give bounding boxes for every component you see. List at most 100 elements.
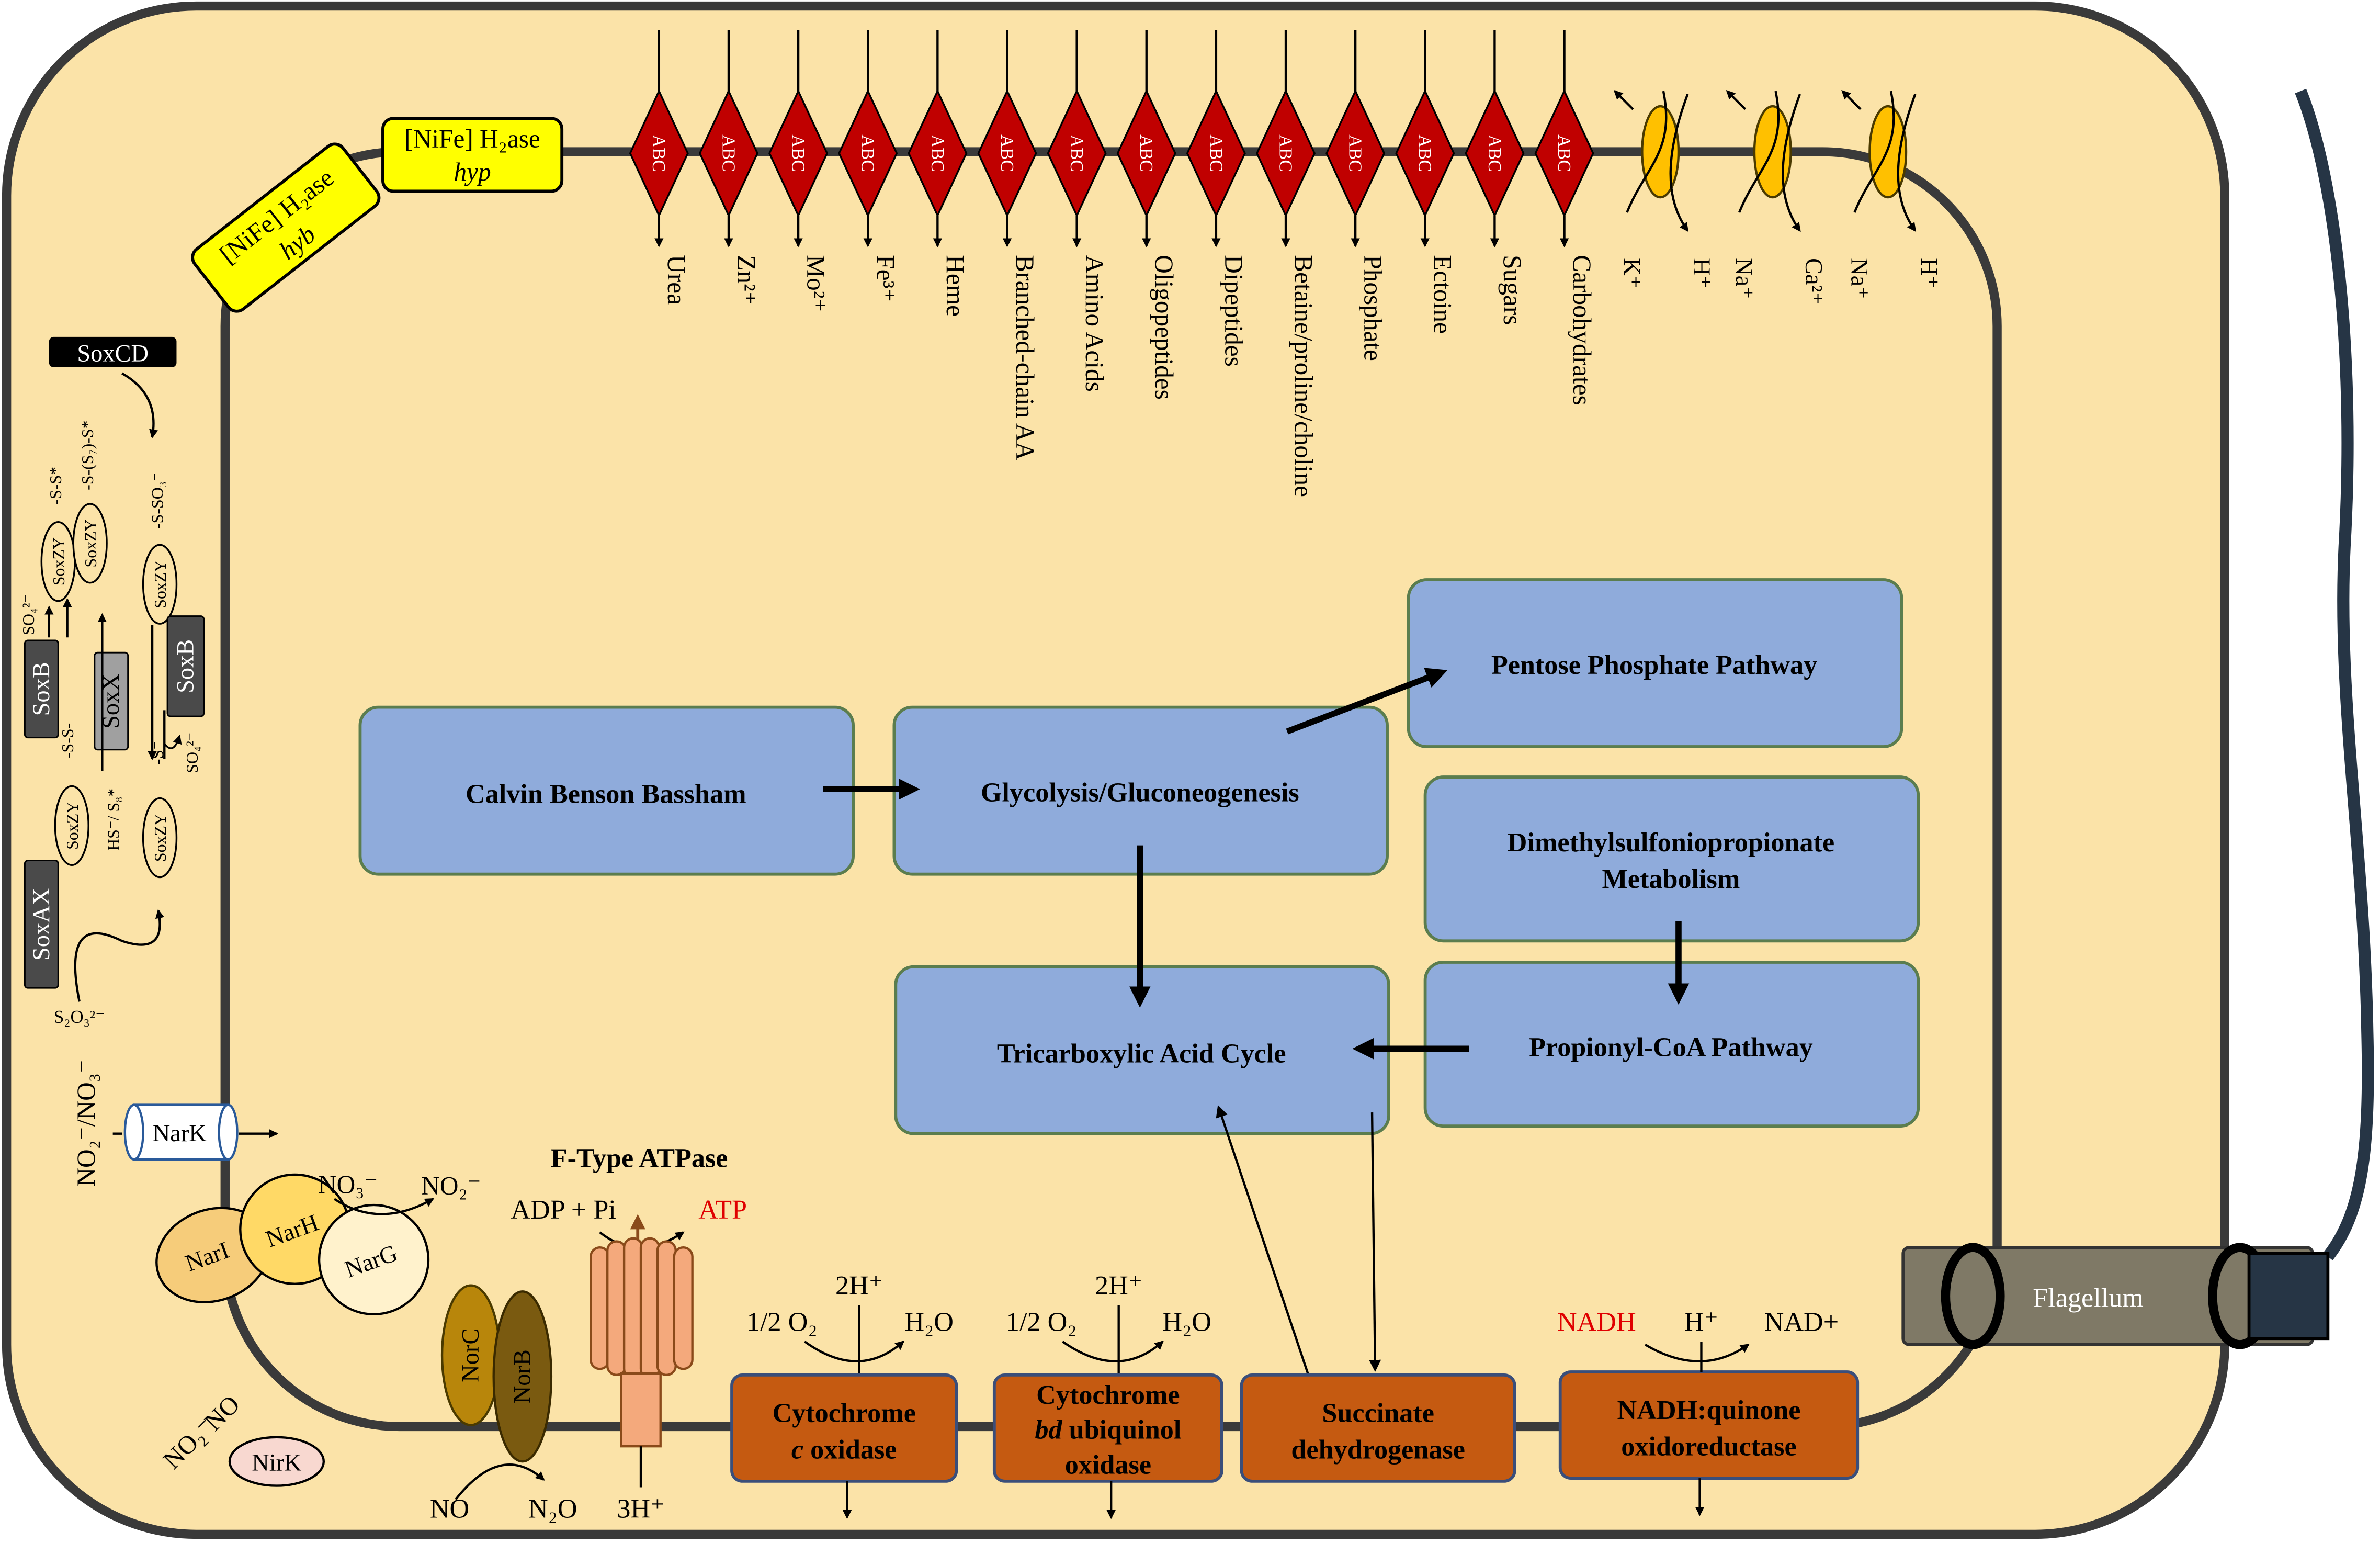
pathway-propionyl[interactable]: Propionyl-CoA Pathway: [1423, 961, 1920, 1128]
ion-transporter-3[interactable]: Na⁺H⁺: [1841, 89, 1942, 299]
ion-out-label: H⁺: [1688, 258, 1715, 288]
soxb-right-text: SoxB: [172, 639, 199, 693]
nar-complex[interactable]: NarI NarH NarG NO₃⁻ NO₂⁻: [143, 1170, 481, 1317]
ion-in-label: K⁺: [1618, 258, 1645, 288]
nark-label: NarK: [153, 1120, 207, 1147]
soxcd-label-box[interactable]: SoxCD: [49, 336, 177, 367]
sox-s-s: -S-S-: [59, 723, 77, 758]
complex-succinate-dehydrogenase[interactable]: Succinate dehydrogenase: [1240, 1373, 1516, 1483]
ion-in-label: Na⁺: [1730, 258, 1757, 299]
soxcd-text: SoxCD: [77, 340, 149, 367]
cyt-bd-label-3: oxidase: [1065, 1449, 1151, 1480]
soxx[interactable]: SoxX: [94, 651, 129, 751]
f-type-atpase[interactable]: F-Type ATPase ADP + Pi ATP 3H⁺: [511, 1143, 747, 1524]
arrow-glycolysis-to-ppp: [1286, 668, 1448, 735]
sox-system: SoxCD SoxZY SoxZY SoxZY SoxZY SoxZY -S-S…: [19, 336, 205, 1027]
abc-label: ABC: [1345, 134, 1366, 172]
sox-thiosulfate: S₂O₃²⁻: [54, 1007, 105, 1027]
ion-transporter-2[interactable]: Na⁺Ca²⁺: [1726, 89, 1827, 305]
ion-path-in: [1626, 91, 1668, 213]
abc-substrate-label: Branched-chain AA: [1011, 255, 1039, 460]
ion-arrow-a: [1726, 89, 1747, 110]
hydrogenase-hyp-name: [NiFe] H₂ase: [404, 124, 540, 153]
pathway-dmsp-label-1: Dimethylsulfoniopropionate: [1508, 827, 1834, 858]
pathway-cbb-label: Calvin Benson Bassham: [466, 779, 746, 809]
abc-substrate-label: Betaine/proline/choline: [1289, 255, 1318, 497]
flagellum-label: Flagellum: [2033, 1282, 2144, 1313]
abc-transporters: ABCUreaABCZn²⁺ABCMo²⁺ABCFe³⁺ABCHemeABCBr…: [629, 30, 1596, 497]
soxb-left-text: SoxB: [28, 662, 55, 716]
atpase-protons: 3H⁺: [617, 1493, 664, 1524]
abc-substrate-label: Ectoine: [1429, 255, 1457, 334]
flagellum-motor[interactable]: Flagellum: [1901, 1243, 2330, 1349]
pathway-ppp-label: Pentose Phosphate Pathway: [1491, 650, 1817, 680]
atpase-atp: ATP: [698, 1195, 747, 1225]
abc-label: ABC: [858, 134, 878, 172]
abc-label: ABC: [718, 134, 739, 172]
sox-ss-star: -S-S*: [47, 467, 65, 505]
cyt-bd-label-2: bd ubiquinol: [1035, 1415, 1181, 1445]
ion-transporter-1[interactable]: K⁺ H⁺: [1614, 89, 1715, 288]
abc-label: ABC: [927, 134, 948, 172]
soxzy-3: SoxZY: [142, 544, 178, 625]
soxax[interactable]: SoxAX: [24, 860, 59, 989]
ion-path-out: [1897, 94, 1917, 232]
soxzy-5-label: SoxZY: [151, 814, 169, 862]
hydrogenase-hyp-gene: hyp: [454, 157, 491, 186]
abc-transporter-4[interactable]: ABC Fe³⁺: [838, 30, 900, 302]
soxzy-2-label: SoxZY: [82, 519, 100, 567]
ion-out-label: H⁺: [1916, 258, 1942, 288]
cyt-c-h2o: H₂O: [904, 1307, 954, 1337]
nar-no2: NO₂⁻: [421, 1172, 481, 1200]
nadh-ox-label-2: oxidoreductase: [1621, 1432, 1796, 1462]
soxb-left[interactable]: SoxB: [24, 639, 59, 739]
nark-transporter[interactable]: NarK NO₂⁻/NO₃⁻: [72, 1060, 278, 1187]
cyt-bd-label-1: Cytochrome: [1036, 1380, 1180, 1410]
ion-path-out: [1782, 94, 1801, 232]
soxzy-2: SoxZY: [72, 503, 108, 584]
complex-nadh-quinone-oxidoreductase[interactable]: NADH:quinone oxidoreductase: [1558, 1370, 1860, 1480]
pathway-cbb[interactable]: Calvin Benson Bassham: [358, 705, 855, 876]
nor-complex[interactable]: NorC NorB NO N₂O: [430, 1284, 577, 1524]
pathway-propionyl-label: Propionyl-CoA Pathway: [1529, 1032, 1813, 1063]
abc-label: ABC: [649, 134, 669, 172]
sdh-label-1: Succinate: [1322, 1398, 1434, 1428]
abc-label: ABC: [788, 134, 808, 172]
abc-substrate-label: Dipeptides: [1219, 255, 1248, 367]
abc-substrate-label: Carbohydrates: [1568, 255, 1596, 405]
soxb-right[interactable]: SoxB: [166, 615, 205, 717]
pathway-ppp[interactable]: Pentose Phosphate Pathway: [1407, 578, 1903, 748]
cyt-bd-h2o: H₂O: [1162, 1307, 1211, 1337]
nor-n2o: N₂O: [528, 1493, 577, 1524]
cyt-bd-label-2a: bd: [1035, 1415, 1062, 1445]
nark-substrates: NO₂⁻/NO₃⁻: [72, 1060, 100, 1187]
abc-substrate-label: Amino Acids: [1080, 255, 1109, 392]
arrow-sdh-to-tca: [1216, 1105, 1310, 1376]
cyt-c-2h: 2H⁺: [835, 1270, 883, 1301]
pathway-dmsp[interactable]: Dimethylsulfoniopropionate Metabolism: [1423, 775, 1920, 943]
ion-path-in: [1853, 91, 1895, 213]
complex-cytochrome-bd[interactable]: Cytochrome bd ubiquinol oxidase: [992, 1373, 1223, 1483]
hydrogenase-hyp[interactable]: [NiFe] H₂ase hyp: [381, 117, 564, 193]
reaction-nadh: NADH H⁺ NAD+: [1557, 1307, 1839, 1516]
ion-path-out: [1669, 94, 1689, 232]
complex-cytochrome-c-oxidase[interactable]: Cytochrome c oxidase: [730, 1373, 958, 1483]
abc-substrate-label: Fe³⁺: [871, 255, 900, 302]
ion-path-in: [1738, 91, 1780, 213]
pathway-glycolysis[interactable]: Glycolysis/Gluconeogenesis: [892, 705, 1389, 876]
sox-so4-right: SO₄²⁻: [183, 733, 201, 773]
cyt-c-o2: 1/2 O₂: [746, 1307, 818, 1337]
